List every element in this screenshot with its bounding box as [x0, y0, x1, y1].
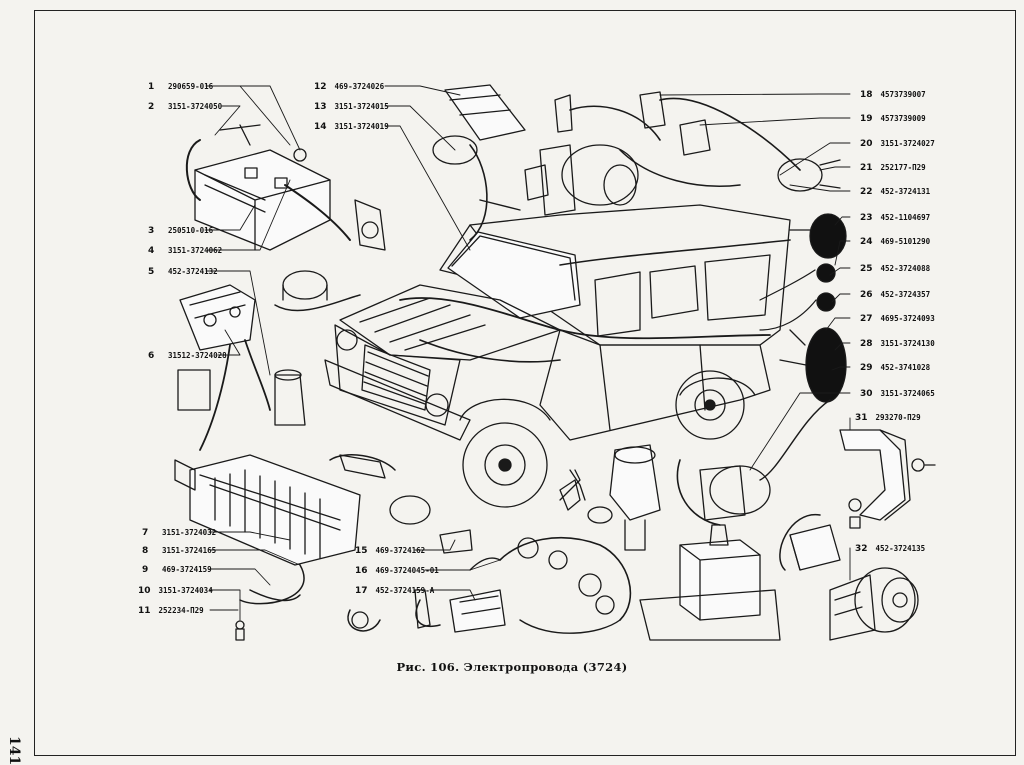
instrument-switches-drawing [347, 479, 632, 634]
horn-bracket-drawing [779, 429, 936, 641]
top-center-components [432, 84, 841, 241]
starter-relay-drawing [274, 270, 361, 312]
heater-drawing [174, 454, 431, 641]
distributor-starter-drawing [559, 399, 831, 641]
leader-lines [204, 85, 851, 621]
page-border [34, 10, 1016, 756]
battery-drawing [185, 124, 386, 251]
regulator-drawing [177, 284, 306, 451]
lens-gaskets [759, 213, 847, 403]
figure-caption: Рис. 106. Электропровода (3724) [396, 660, 628, 674]
vehicle-body [324, 204, 791, 508]
